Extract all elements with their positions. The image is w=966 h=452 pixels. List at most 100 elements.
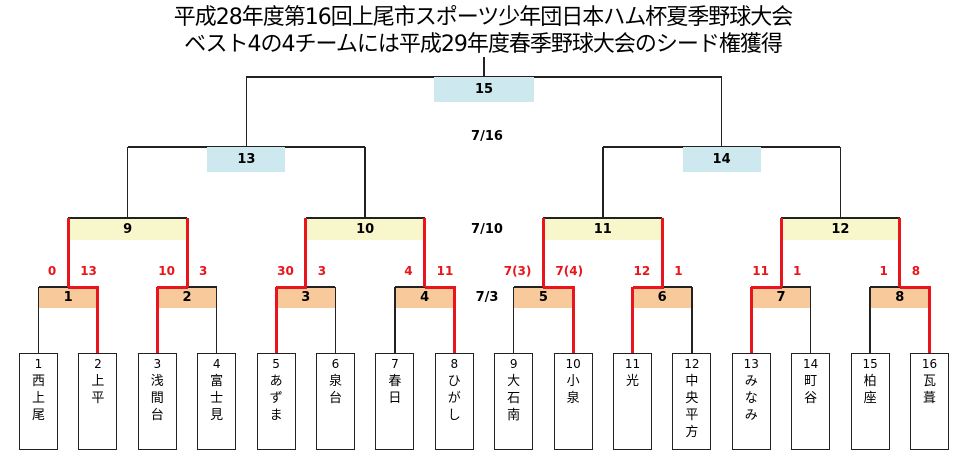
winner-line	[66, 218, 70, 287]
round1-match-box: 3	[276, 287, 336, 308]
team-seed: 1	[34, 357, 43, 371]
date-round1: 7/3	[475, 290, 499, 305]
date-semis: 7/16	[471, 129, 503, 144]
bracket-line	[483, 57, 485, 77]
winner-line	[928, 287, 931, 353]
team-seed: 9	[509, 357, 518, 371]
bracket-line	[68, 217, 187, 219]
winner-line	[424, 285, 456, 289]
team-box: 8 ひがし	[434, 353, 474, 450]
team-seed: 14	[803, 357, 819, 371]
team-name: 町谷	[804, 374, 818, 406]
bracket-line	[870, 286, 930, 288]
score-left: 30	[277, 264, 294, 278]
winner-line	[751, 285, 783, 289]
team-name: 大石南	[507, 374, 521, 423]
round2-match-box: 9	[68, 218, 187, 240]
team-box: 3 浅間台	[137, 353, 177, 450]
team-name: 柏座	[863, 374, 877, 406]
round2-match-box: 11	[543, 218, 663, 240]
team-seed: 6	[331, 357, 340, 371]
bracket-line	[37, 287, 40, 353]
team-seed: 10	[565, 357, 581, 371]
bracket-line	[394, 286, 455, 288]
team-name: 瓦葺	[922, 374, 936, 406]
team-name: 浅間台	[150, 374, 164, 423]
team-seed: 3	[153, 357, 162, 371]
score-right: 1	[674, 264, 683, 278]
final-match-box: 15	[434, 77, 534, 102]
bracket-line	[245, 77, 248, 147]
score-right: 3	[199, 264, 208, 278]
round1-match-box: 8	[870, 287, 930, 308]
score-right: 11	[436, 264, 454, 278]
team-name: 富士見	[210, 374, 224, 423]
winner-line	[96, 287, 100, 353]
team-seed: 11	[624, 357, 641, 371]
team-box: 10 小泉	[553, 353, 593, 450]
team-name: ひがし	[447, 374, 461, 423]
title-line-1: 平成28年度第16回上尾市スポーツ少年団日本ハム杯夏季野球大会	[173, 5, 794, 30]
winner-line	[779, 218, 783, 287]
team-seed: 7	[391, 357, 399, 371]
score-left: 1	[879, 264, 888, 278]
winner-line	[423, 218, 427, 287]
score-left: 7(3)	[503, 264, 532, 278]
bracket-line	[869, 287, 871, 353]
bracket-line	[809, 287, 812, 353]
bracket-line	[305, 217, 425, 219]
score-left: 0	[47, 264, 57, 278]
score-right: 13	[80, 264, 97, 278]
team-name: みなみ	[744, 374, 758, 423]
semifinal-match-box: 14	[682, 147, 761, 172]
winner-line	[452, 287, 456, 353]
round1-match-box: 5	[513, 287, 574, 308]
winner-line	[185, 218, 189, 287]
round1-match-box: 7	[751, 287, 811, 308]
score-left: 12	[633, 264, 651, 278]
semifinal-match-box: 13	[207, 147, 286, 172]
round1-match-box: 4	[394, 287, 455, 308]
score-left: 10	[158, 264, 175, 278]
winner-line	[543, 285, 575, 289]
bracket-line	[394, 287, 396, 353]
winner-line	[749, 287, 753, 353]
round2-match-box: 10	[305, 218, 425, 240]
team-name: あずま	[269, 374, 283, 423]
winner-line	[276, 285, 308, 289]
winner-line	[660, 218, 664, 287]
bracket-line	[781, 217, 900, 219]
winner-line	[541, 218, 545, 287]
bracket-line	[691, 287, 693, 353]
bracket-line	[512, 287, 515, 353]
round1-match-box: 2	[157, 287, 217, 308]
score-left: 4	[404, 264, 413, 278]
winner-line	[571, 287, 575, 353]
score-right: 3	[317, 264, 327, 278]
team-box: 1 西上尾	[19, 353, 58, 450]
team-seed: 12	[684, 357, 700, 371]
winner-line	[274, 287, 278, 353]
title-line-2: ベスト4の4チームには平成29年度春季野球大会のシード権獲得	[184, 32, 783, 57]
date-round2: 7/10	[471, 222, 503, 237]
bracket-line	[215, 287, 218, 353]
team-name: 小泉	[566, 374, 580, 406]
team-name: 春日	[388, 374, 402, 406]
winner-line	[155, 287, 159, 353]
team-box: 14 町谷	[791, 353, 831, 450]
team-name: 上平	[91, 374, 105, 406]
team-name: 西上尾	[31, 374, 45, 423]
team-seed: 8	[450, 357, 459, 371]
bracket-line	[720, 77, 723, 147]
bracket-line	[602, 147, 604, 218]
team-seed: 16	[921, 357, 938, 371]
score-right: 1	[793, 264, 802, 278]
team-name: 中央平方	[685, 374, 699, 440]
round1-match-box: 6	[632, 287, 692, 308]
